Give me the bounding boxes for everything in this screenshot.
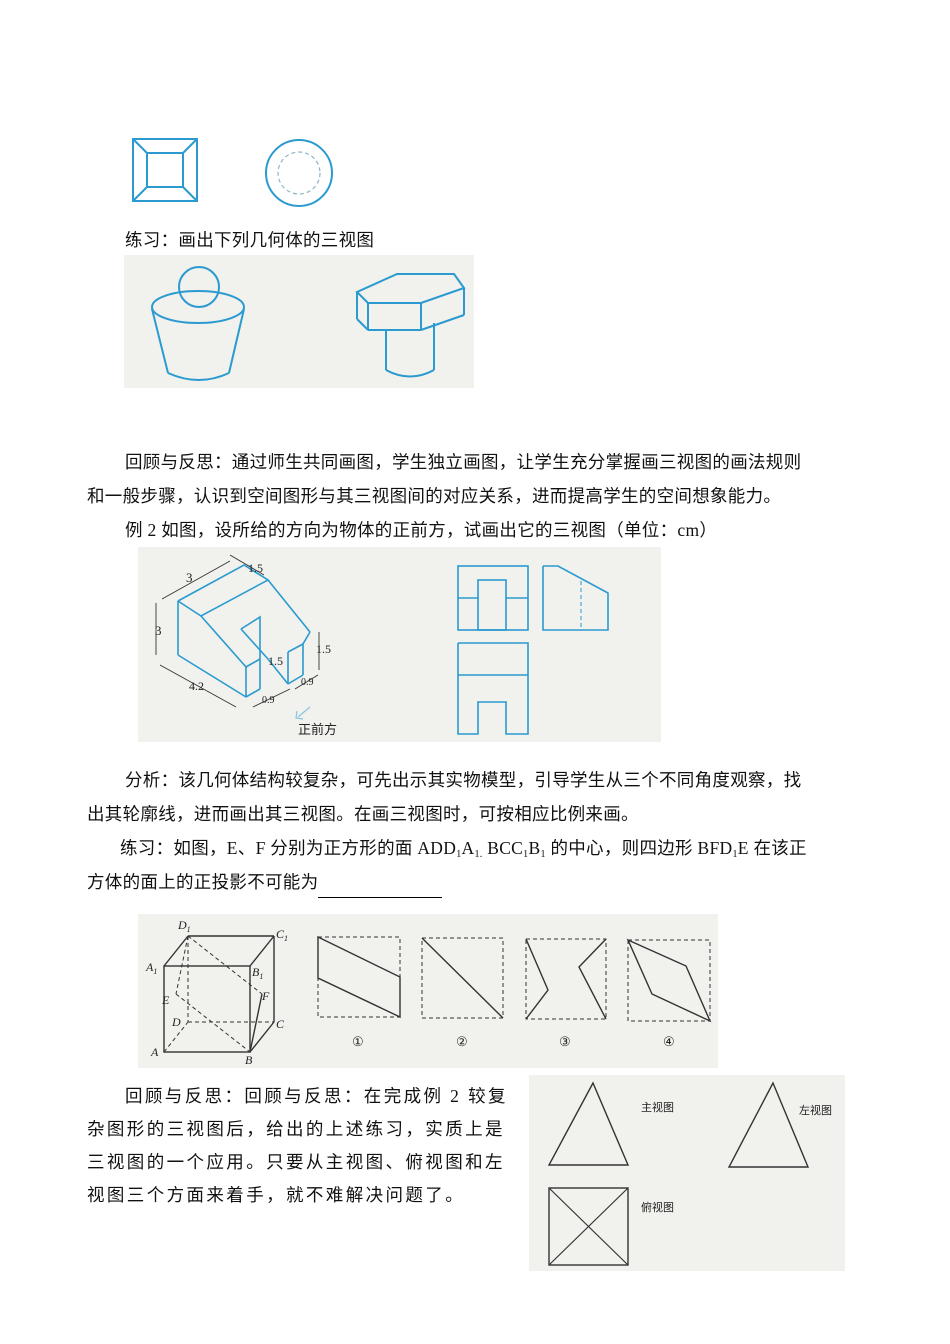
front-view-label: 主视图 bbox=[641, 1102, 674, 1114]
reflection-2-line-3: 三视图的一个应用。只要从主视图、俯视图和左 bbox=[87, 1152, 505, 1172]
dim-4.2: 4.2 bbox=[189, 679, 204, 693]
three-views-drawing bbox=[547, 1081, 810, 1266]
svg-text:F: F bbox=[261, 989, 270, 1003]
svg-text:D: D bbox=[171, 1015, 181, 1029]
answer-blank[interactable] bbox=[318, 875, 443, 898]
square-frustum-icon bbox=[132, 138, 198, 202]
exercise-1-solids-figure bbox=[124, 255, 474, 388]
example-2-drawing: 3 1.5 3 1.5 1.5 4.2 0.9 0.9 bbox=[155, 554, 609, 735]
front-direction-label: 正前方 bbox=[298, 722, 338, 737]
dim-1.5-top: 1.5 bbox=[248, 561, 263, 575]
cube-and-options-drawing: D1 C1 A1 B1 E F D C A B bbox=[145, 918, 712, 1067]
dim-3-left: 3 bbox=[155, 623, 162, 638]
dim-3-top: 3 bbox=[186, 570, 193, 585]
svg-text:E: E bbox=[161, 993, 170, 1007]
svg-text:B: B bbox=[245, 1053, 253, 1067]
solids-drawing bbox=[151, 266, 466, 381]
exercise-2-line-2: 方体的面上的正投影不可能为 bbox=[87, 866, 443, 898]
reflection-2-line-2: 杂图形的三视图后，给出的上述练习，实质上是 bbox=[87, 1119, 505, 1139]
left-view-label: 左视图 bbox=[799, 1105, 832, 1117]
example-2-figure: 3 1.5 3 1.5 1.5 4.2 0.9 0.9 正前方 bbox=[138, 547, 661, 742]
three-views-figure: 主视图 左视图 俯视图 bbox=[529, 1075, 845, 1271]
reflection-2-line-4: 视图三个方面来着手，就不难解决问题了。 bbox=[87, 1185, 466, 1205]
reflection-1-line-2: 和一般步骤，认识到空间图形与其三视图间的对应关系，进而提高学生的空间想象能力。 bbox=[87, 486, 782, 506]
circle-with-dashed-circle-icon bbox=[265, 139, 333, 207]
svg-text:C: C bbox=[276, 1017, 285, 1031]
example-2-text: 例 2 如图，设所给的方向为物体的正前方，试画出它的三视图（单位：cm） bbox=[125, 520, 718, 540]
analysis-line-2: 出其轮廓线，进而画出其三视图。在画三视图时，可按相应比例来画。 bbox=[87, 804, 639, 824]
front-direction-arrow-icon bbox=[295, 706, 311, 720]
dim-1.5-right: 1.5 bbox=[316, 642, 331, 656]
top-view-label: 俯视图 bbox=[641, 1202, 674, 1214]
option-2-label: ② bbox=[456, 1034, 468, 1049]
dim-0.9-b: 0.9 bbox=[301, 677, 314, 688]
frustum-top-view-figure bbox=[128, 135, 203, 205]
option-4-label: ④ bbox=[663, 1034, 675, 1049]
option-1-label: ① bbox=[352, 1034, 364, 1049]
dim-1.5-center: 1.5 bbox=[268, 654, 283, 668]
reflection-1-line-1: 回顾与反思：通过师生共同画图，学生独立画图，让学生充分掌握画三视图的画法规则 bbox=[125, 452, 802, 472]
exercise-2-line-1: 练习：如图，E、F 分别为正方形的面 ADD1A1. BCC1B1 的中心，则四… bbox=[120, 838, 807, 860]
cone-top-view-figure bbox=[262, 138, 338, 208]
svg-text:C1: C1 bbox=[276, 927, 288, 943]
reflection-2-line-1: 回顾与反思：回顾与反思：在完成例 2 较复 bbox=[125, 1086, 508, 1106]
exercise-1-label: 练习：画出下列几何体的三视图 bbox=[125, 230, 375, 250]
dim-0.9-a: 0.9 bbox=[262, 695, 275, 706]
svg-text:A1: A1 bbox=[145, 960, 157, 976]
svg-text:A: A bbox=[150, 1045, 159, 1059]
analysis-line-1: 分析：该几何体结构较复杂，可先出示其实物模型，引导学生从三个不同角度观察，找 bbox=[125, 770, 802, 790]
option-3-label: ③ bbox=[559, 1034, 571, 1049]
exercise-2-figure: D1 C1 A1 B1 E F D C A B ① ② ③ ④ bbox=[138, 914, 718, 1068]
svg-text:B1: B1 bbox=[252, 965, 263, 981]
svg-text:D1: D1 bbox=[177, 918, 191, 934]
